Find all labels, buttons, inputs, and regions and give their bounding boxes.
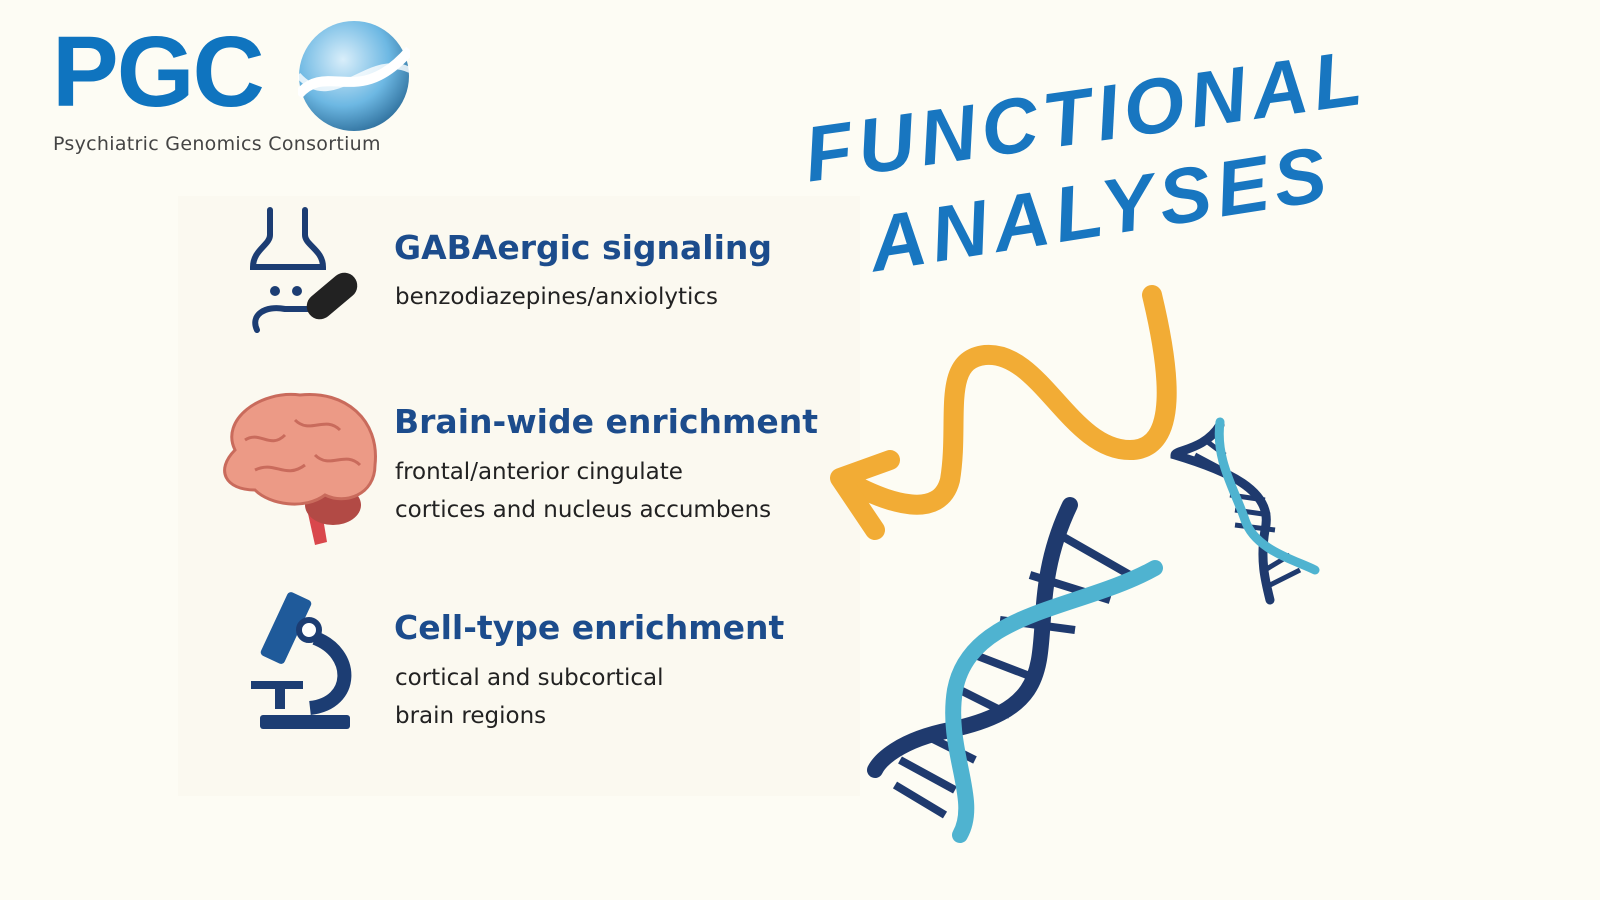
item-heading-gabaergic: GABAergic signaling bbox=[394, 228, 773, 267]
microscope-icon bbox=[251, 592, 352, 729]
squiggle-arrow-icon bbox=[830, 285, 1177, 540]
dna-helix-small-icon bbox=[1170, 417, 1320, 605]
item-text: cortical and subcortical bbox=[395, 665, 664, 691]
logo-acronym: PGC bbox=[52, 16, 265, 128]
item-text: benzodiazepines/anxiolytics bbox=[395, 284, 719, 310]
item-heading-cell-type: Cell-type enrichment bbox=[394, 608, 785, 647]
logo-name: Psychiatric Genomics Consortium bbox=[53, 133, 381, 155]
item-text: frontal/anterior cingulate bbox=[395, 459, 683, 485]
item-text: brain regions bbox=[395, 703, 547, 729]
dna-helix-large-icon bbox=[867, 497, 1163, 843]
item-text: cortices and nucleus accumbens bbox=[395, 497, 772, 523]
item-heading-brain-wide: Brain-wide enrichment bbox=[394, 402, 819, 441]
brain-icon bbox=[223, 392, 377, 545]
synapse-pill-icon bbox=[249, 207, 358, 333]
globe-dna-logo-icon bbox=[298, 21, 410, 131]
